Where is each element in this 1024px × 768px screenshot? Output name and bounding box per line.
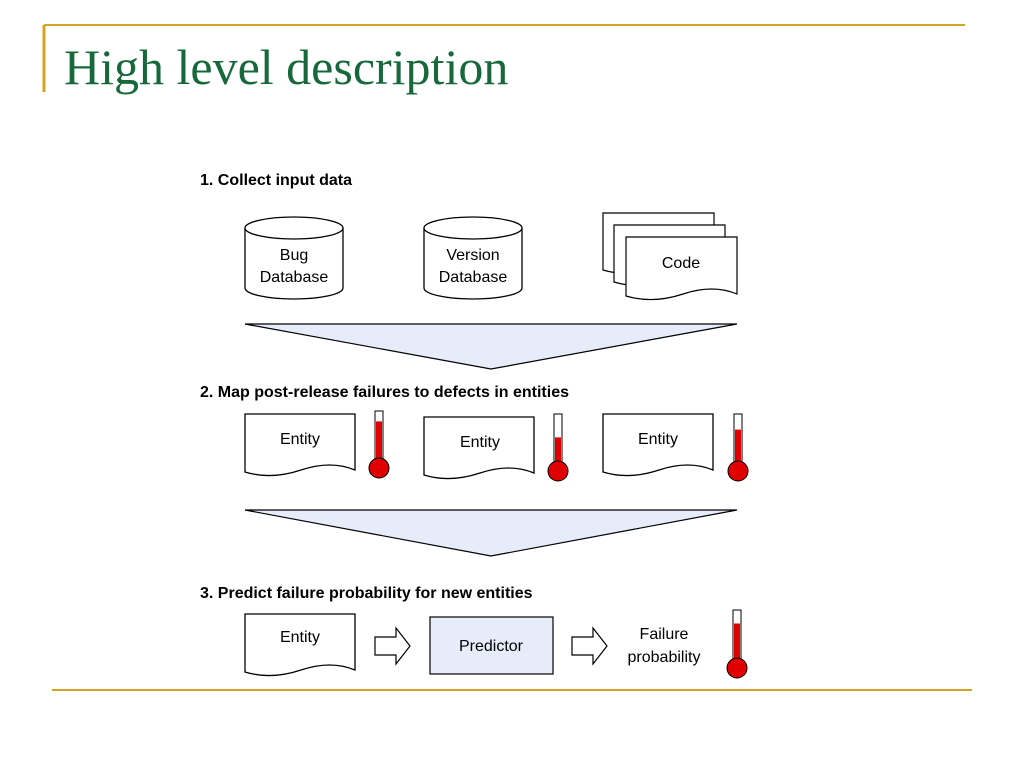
entity-document-icon-2: [423, 416, 535, 480]
bug-database-icon: [244, 216, 344, 300]
step-3-heading: 3. Predict failure probability for new e…: [200, 585, 533, 602]
step-2-heading: 2. Map post-release failures to defects …: [200, 384, 569, 401]
new-entity-document-icon: [244, 613, 356, 677]
predictor-box: [429, 616, 554, 675]
entity-label-2: Entity: [460, 434, 500, 451]
code-label: Code: [662, 255, 700, 272]
code-document-stack-icon: [602, 212, 738, 301]
bug-database-label-line-1: Bug: [280, 247, 308, 264]
entity-label-3: Entity: [638, 431, 678, 448]
entity-document-icon-3: [602, 413, 714, 477]
funnel-arrow-1: [244, 323, 738, 370]
new-entity-label: Entity: [280, 629, 320, 646]
failure-probability-label-line-2: probability: [628, 649, 701, 666]
funnel-arrow-2: [244, 509, 738, 557]
version-database-icon: [423, 216, 523, 300]
version-database-label-line-1: Version: [446, 247, 499, 264]
thermometer-icon-3: [727, 413, 749, 482]
version-database-label-line-2: Database: [439, 269, 508, 286]
arrow-right-icon-1: [374, 626, 411, 666]
step-1-heading: 1. Collect input data: [200, 172, 352, 189]
failure-probability-label-line-1: Failure: [640, 626, 689, 643]
thermometer-icon-1: [368, 410, 390, 479]
thermometer-icon-output: [726, 609, 748, 679]
bug-database-label-line-2: Database: [260, 269, 329, 286]
slide-title: High level description: [64, 39, 509, 95]
predictor-label: Predictor: [459, 638, 524, 655]
arrow-right-icon-2: [571, 626, 608, 666]
entity-document-icon-1: [244, 413, 356, 477]
thermometer-icon-2: [547, 413, 569, 482]
entity-label-1: Entity: [280, 431, 320, 448]
